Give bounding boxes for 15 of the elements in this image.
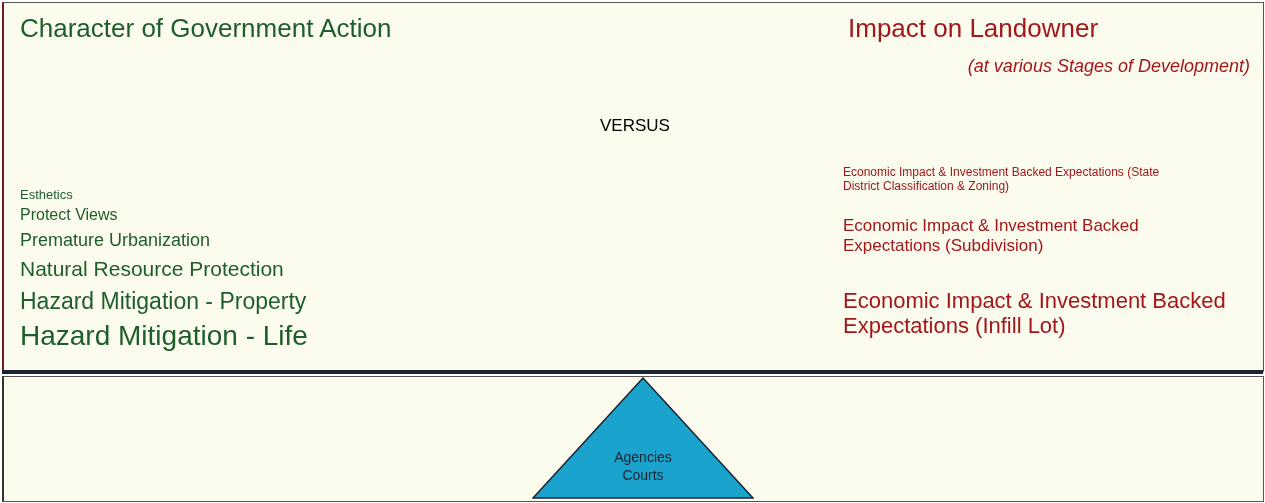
list-item: Esthetics xyxy=(20,188,73,203)
heading: Character of Government Action xyxy=(20,14,392,44)
list-item: Natural Resource Protection xyxy=(20,257,284,282)
list-item: Economic Impact & Investment Backed Expectations (Infill Lot) xyxy=(843,288,1227,339)
list-item: Economic Impact & Investment Backed Expectations (Subdivision) xyxy=(843,216,1140,256)
fulcrum-triangle xyxy=(532,377,754,499)
list-item: Premature Urbanization xyxy=(20,230,211,251)
subheading: (at various Stages of Development) xyxy=(967,56,1250,77)
list-item: Protect Views xyxy=(20,206,118,225)
list-item: Economic Impact & Investment Backed Expectations (State District Classification & Zoning) xyxy=(843,166,1161,194)
list-item: Hazard Mitigation - Life xyxy=(20,320,308,353)
list-item: Hazard Mitigation - Property xyxy=(20,288,307,315)
versus-text: VERSUS xyxy=(600,116,670,136)
fulcrum-label: Agencies Courts xyxy=(613,449,673,484)
heading: Impact on Landowner xyxy=(848,14,1099,44)
